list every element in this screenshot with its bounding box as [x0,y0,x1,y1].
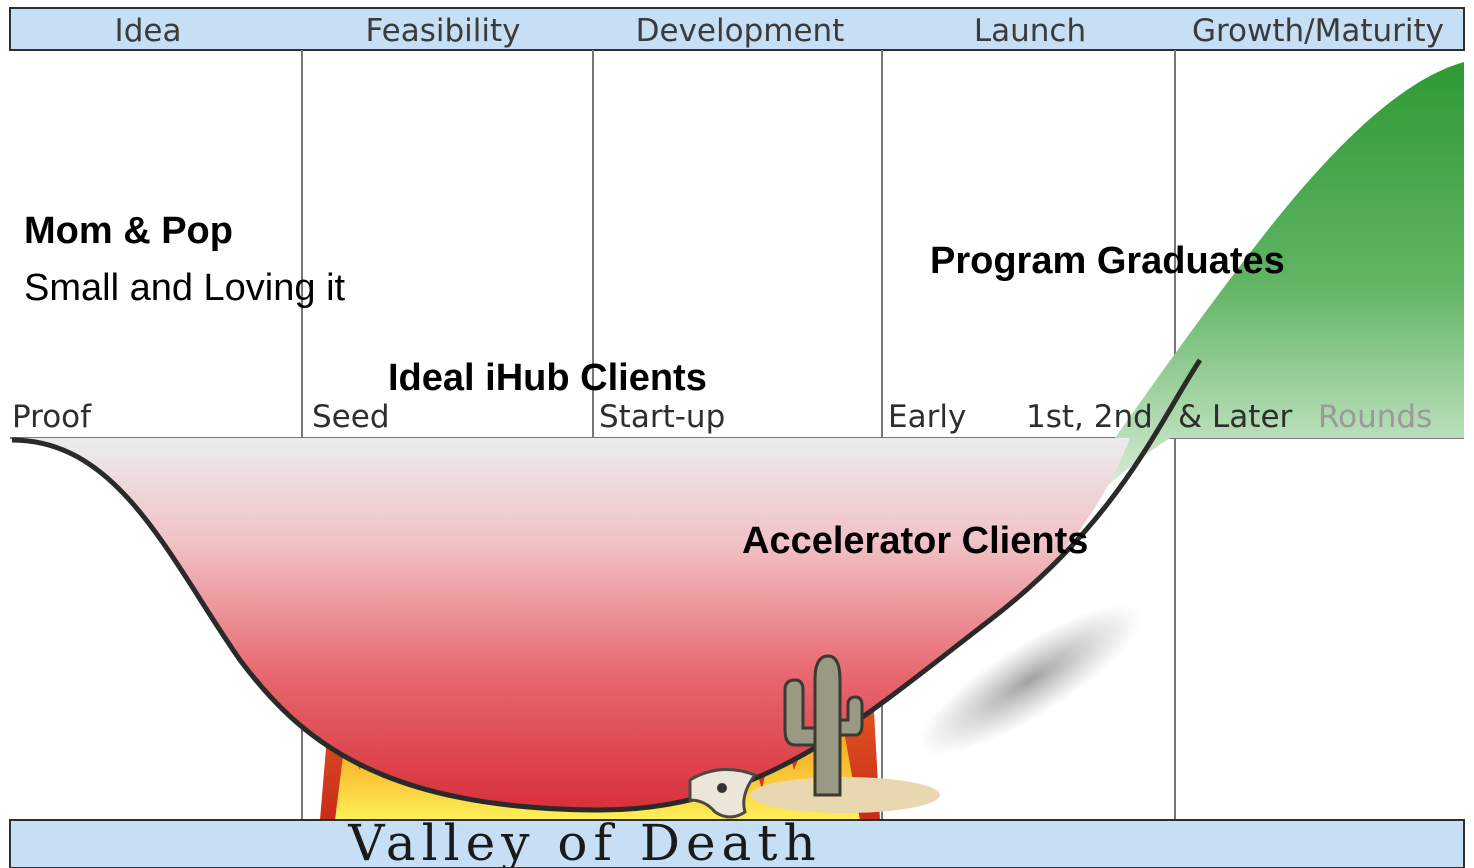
stage-label: Idea [115,13,182,49]
skull-icon [688,768,758,819]
funding-round-label: Proof [12,399,92,435]
funding-round-label: Early [888,399,966,435]
bottom-band [9,819,1465,868]
valley-curve [11,358,1203,813]
stage-label: Development [636,13,845,49]
growth-area [1030,62,1464,560]
valley-of-death-label: Valley of Death [347,814,821,868]
cactus-icon [750,654,940,813]
later-rounds-label: 1st, 2nd [1026,399,1153,435]
stage-label: Feasibility [366,13,521,49]
mom-pop-subtitle: Small and Loving it [24,267,346,309]
mom-pop-title: Mom & Pop [24,210,233,252]
stage-label: Launch [974,13,1086,49]
program-graduates-label: Program Graduates [930,240,1285,282]
stage-label: Growth/Maturity [1192,13,1444,49]
curve-shadow [918,604,1142,756]
accelerator-clients-label: Accelerator Clients [742,520,1089,562]
later-rounds-label: & Later [1178,399,1293,435]
funding-round-label: Seed [312,399,390,435]
funding-round-label: Start-up [599,399,725,435]
valley-area [12,438,1130,811]
later-rounds-label: Rounds [1318,399,1432,435]
stage-band [9,7,1465,51]
ideal-clients-label: Ideal iHub Clients [388,357,707,399]
